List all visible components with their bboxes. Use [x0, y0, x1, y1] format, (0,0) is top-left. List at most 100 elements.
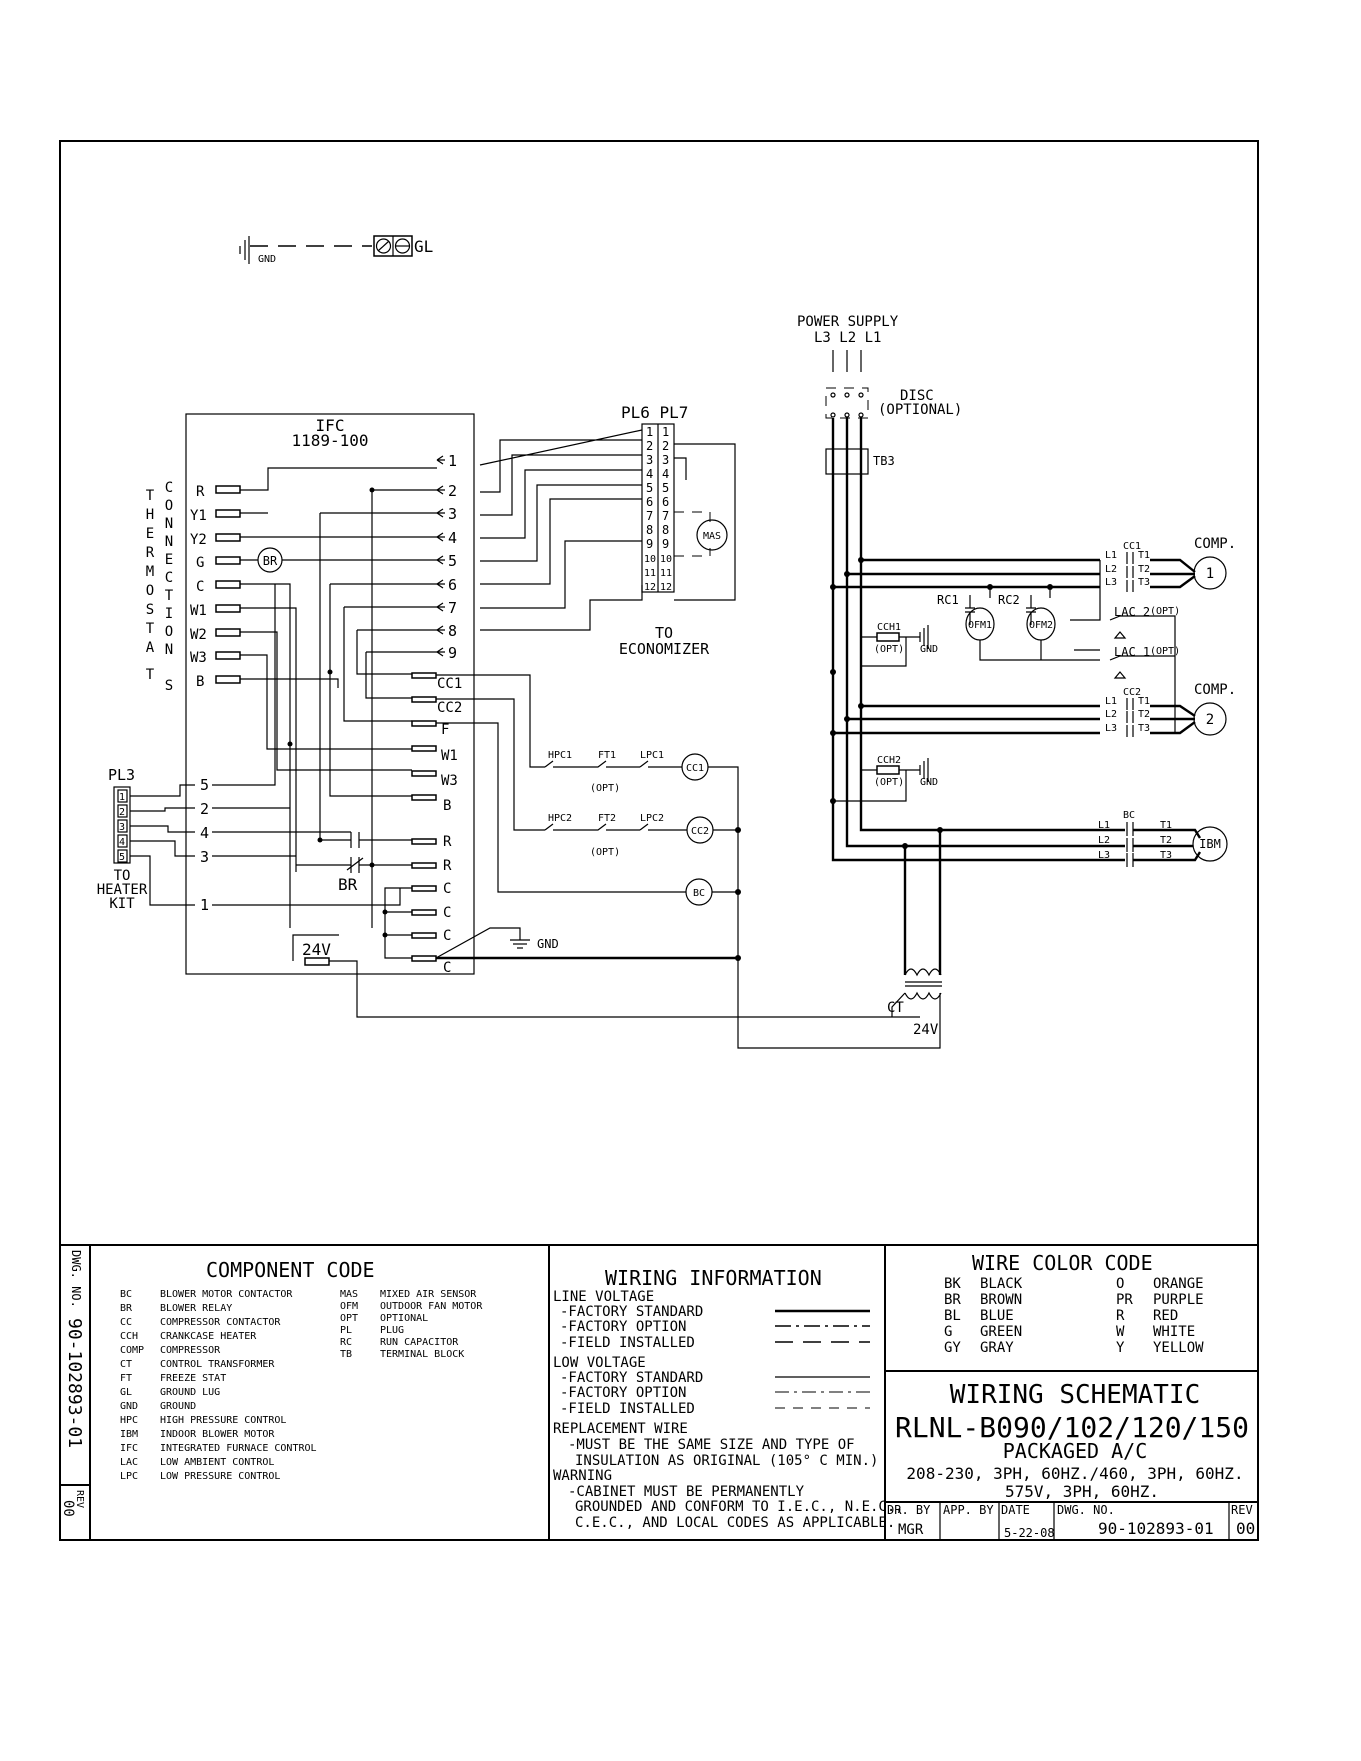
- svg-text:10: 10: [660, 554, 672, 565]
- svg-text:4: 4: [119, 837, 125, 848]
- terminal-w2: W2: [190, 627, 207, 643]
- svg-text:S: S: [165, 678, 173, 694]
- svg-text:CC2: CC2: [691, 826, 709, 837]
- compressor-1-control-chain: HPC1 FT1 (OPT) LPC1 CC1: [436, 674, 739, 958]
- wire-color-code: R: [1116, 1308, 1125, 1324]
- terminal-y1: Y1: [190, 508, 207, 524]
- svg-text:FT2: FT2: [598, 813, 616, 824]
- svg-text:REV: REV: [1231, 1503, 1253, 1517]
- svg-text:C: C: [443, 881, 451, 897]
- ifc-output-terminals: CC1 CC2 F W1 W3 B R R C C C C: [411, 672, 462, 976]
- comp1-label: COMP.: [1194, 536, 1236, 552]
- svg-text:LAC 2: LAC 2: [1114, 605, 1150, 619]
- terminal-c: C: [196, 579, 204, 595]
- svg-text:T2: T2: [1160, 835, 1172, 846]
- svg-text:3: 3: [646, 453, 653, 467]
- wire-color-name: YELLOW: [1153, 1340, 1204, 1356]
- svg-text:W3: W3: [441, 773, 458, 789]
- disconnect-switch: [825, 350, 869, 419]
- comp2-number: 2: [1206, 712, 1214, 728]
- svg-text:1: 1: [646, 425, 653, 439]
- wire-color-code: Y: [1116, 1340, 1125, 1356]
- component-description: MIXED AIR SENSOR: [380, 1289, 477, 1300]
- gl-label: GL: [414, 237, 433, 256]
- outdoor-fan-motors: RC1 RC2 OFM1 OFM2 LAC 2(OPT) LAC 1(OPT): [937, 560, 1180, 733]
- ground-lug-screw-icon: [375, 238, 392, 254]
- component-description: LOW PRESSURE CONTROL: [160, 1471, 280, 1482]
- svg-text:L3: L3: [1105, 577, 1117, 588]
- svg-text:6: 6: [662, 495, 669, 509]
- component-description: OUTDOOR FAN MOTOR: [380, 1301, 483, 1312]
- component-description: LOW AMBIENT CONTROL: [160, 1457, 274, 1468]
- svg-text:-FIELD INSTALLED: -FIELD INSTALLED: [560, 1335, 695, 1351]
- ground-lug-legend: GND GL: [239, 235, 433, 265]
- svg-text:1: 1: [662, 425, 669, 439]
- svg-text:11: 11: [660, 568, 672, 579]
- svg-text:(OPT): (OPT): [874, 644, 904, 655]
- economizer-wiring: MAS: [479, 429, 736, 631]
- gnd-label: GND: [258, 254, 276, 265]
- component-description: HIGH PRESSURE CONTROL: [160, 1415, 286, 1426]
- svg-text:5: 5: [662, 481, 669, 495]
- svg-text:-FACTORY OPTION: -FACTORY OPTION: [560, 1385, 686, 1401]
- svg-text:11: 11: [644, 568, 656, 579]
- svg-text:1: 1: [200, 896, 209, 914]
- svg-text:3: 3: [200, 848, 209, 866]
- svg-text:DWG. NO.: DWG. NO.: [1057, 1503, 1115, 1517]
- svg-text:E: E: [146, 526, 154, 542]
- pl6-pl7-label: PL6 PL7: [621, 403, 688, 422]
- svg-text:7: 7: [662, 509, 669, 523]
- svg-text:CC2: CC2: [1123, 687, 1141, 698]
- svg-text:O: O: [165, 498, 173, 514]
- ifc-board: [185, 413, 475, 975]
- svg-text:4: 4: [646, 467, 653, 481]
- component-description: CONTROL TRANSFORMER: [160, 1359, 275, 1370]
- svg-text:T3: T3: [1138, 723, 1150, 734]
- svg-text:-FACTORY STANDARD: -FACTORY STANDARD: [560, 1304, 703, 1320]
- wire-color-name: BROWN: [980, 1292, 1022, 1308]
- svg-text:R: R: [146, 545, 155, 561]
- component-code: OFM: [340, 1301, 358, 1312]
- ifc-part-number: 1189-100: [291, 431, 368, 450]
- svg-text:GND: GND: [920, 644, 938, 655]
- svg-text:8: 8: [448, 622, 457, 640]
- ct-secondary-wire: [737, 958, 941, 1049]
- power-supply-label: POWER SUPPLY: [797, 314, 899, 330]
- svg-text:5: 5: [200, 776, 209, 794]
- svg-text:7: 7: [448, 599, 457, 617]
- wire-color-code: BR: [944, 1292, 961, 1308]
- ifc-24v-label: 24V: [302, 940, 331, 959]
- svg-text:2: 2: [200, 800, 209, 818]
- terminal-g: G: [196, 555, 204, 571]
- compressor-2-control-chain: HPC2 FT2 (OPT) LPC2 CC2: [436, 698, 741, 858]
- to-heater-line1: TO: [114, 868, 131, 884]
- svg-text:CCH2: CCH2: [877, 755, 901, 766]
- svg-text:T2: T2: [1138, 709, 1150, 720]
- economizer-plug: [641, 423, 675, 593]
- svg-text:L2: L2: [1098, 835, 1110, 846]
- svg-text:L2: L2: [1105, 564, 1117, 575]
- svg-text:(OPT): (OPT): [1150, 646, 1180, 657]
- wire-color-code: W: [1116, 1324, 1125, 1340]
- wire-color-code: BK: [944, 1276, 961, 1292]
- svg-text:12: 12: [644, 582, 656, 593]
- power-lines-label: L3 L2 L1: [814, 330, 881, 346]
- mas-label: MAS: [703, 531, 721, 542]
- component-description: OPTIONAL: [380, 1313, 428, 1324]
- svg-text:E: E: [165, 552, 173, 568]
- svg-text:T3: T3: [1160, 850, 1172, 861]
- title-block: DWG. NO. 90-102893-01 REV 00 COMPONENT C…: [60, 1245, 1258, 1540]
- svg-text:T: T: [165, 588, 174, 604]
- svg-text:CC1: CC1: [686, 763, 704, 774]
- svg-text:2: 2: [119, 807, 125, 818]
- component-code: COMP: [120, 1345, 144, 1356]
- component-description: INTEGRATED FURNACE CONTROL: [160, 1443, 317, 1454]
- voltage-line-2: 575V, 3PH, 60HZ.: [1005, 1482, 1159, 1501]
- ifc-label: IFC: [316, 416, 345, 435]
- svg-text:(OPT): (OPT): [874, 777, 904, 788]
- wire-color-name: PURPLE: [1153, 1292, 1204, 1308]
- wire-color-name: GRAY: [980, 1340, 1014, 1356]
- svg-text:C: C: [443, 928, 451, 944]
